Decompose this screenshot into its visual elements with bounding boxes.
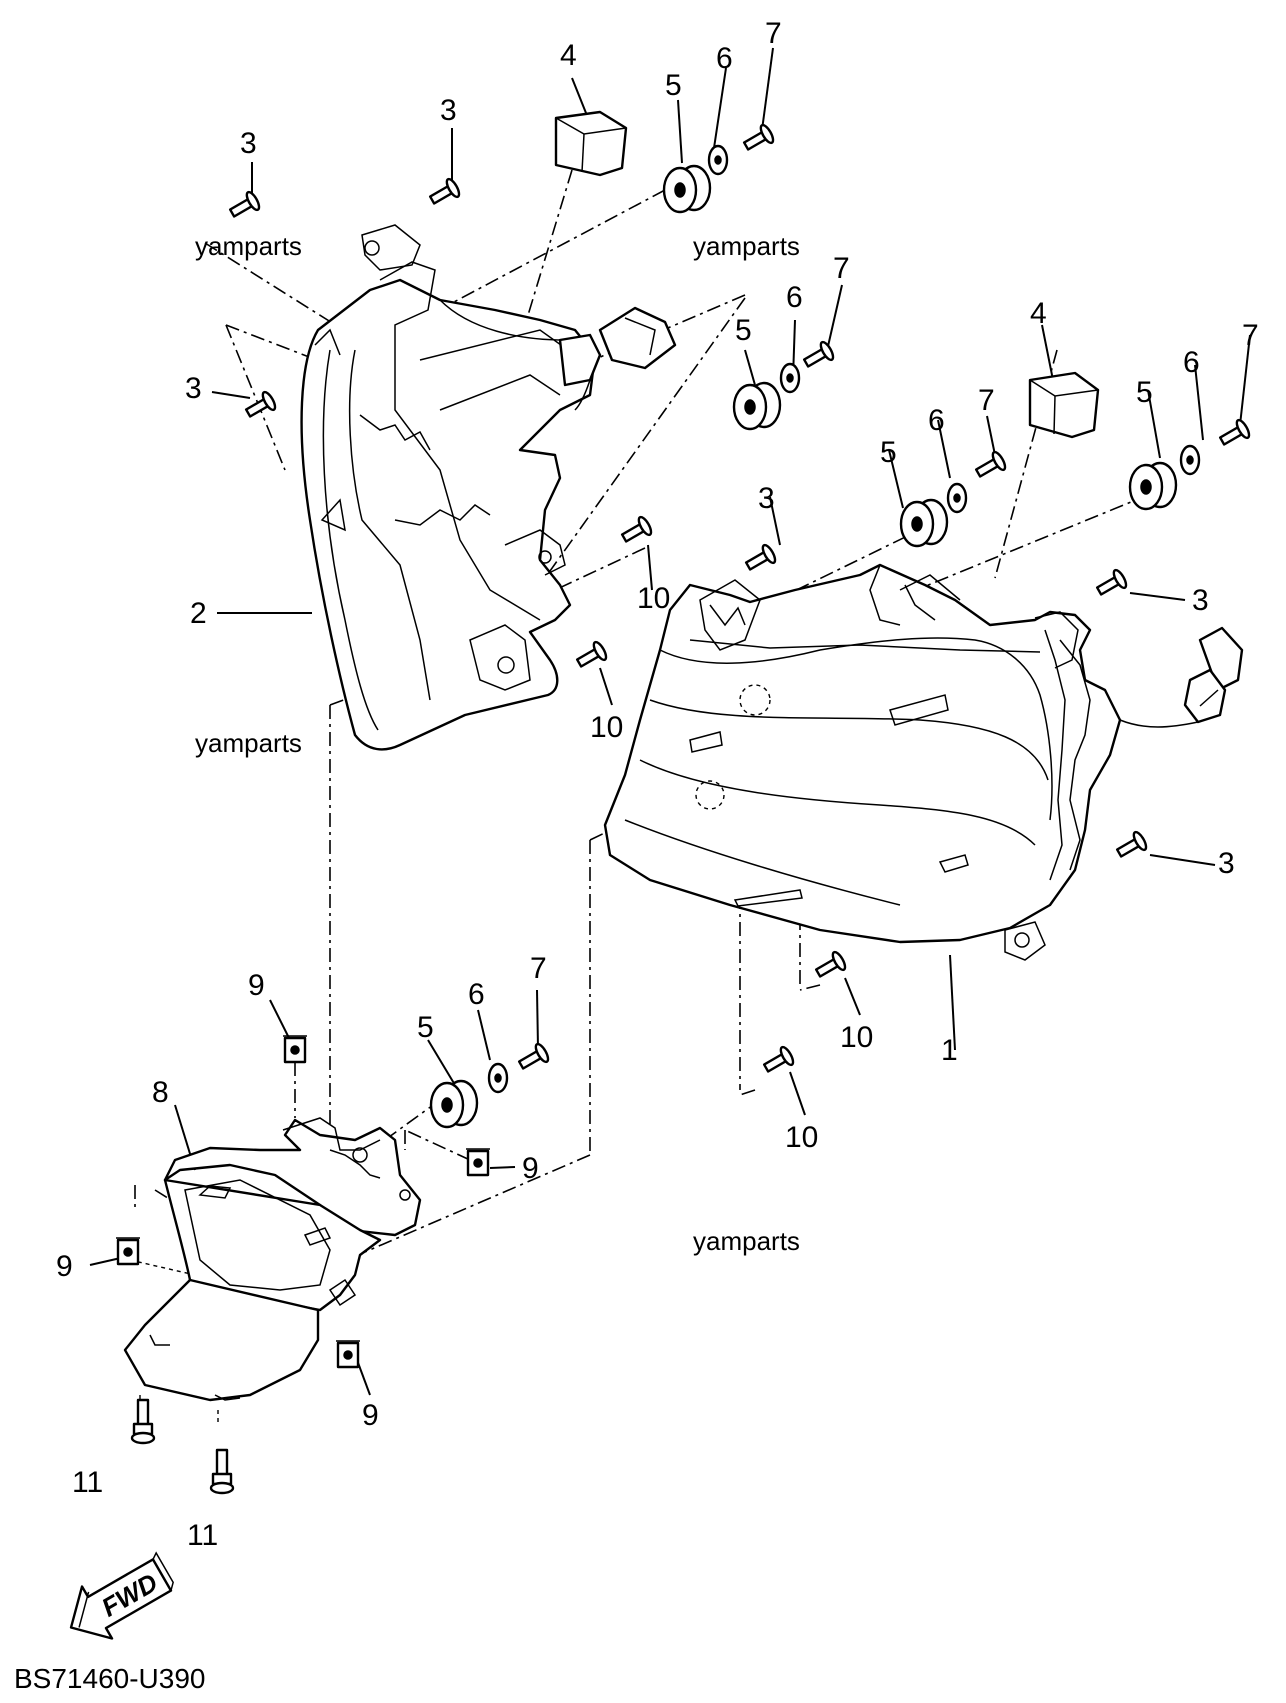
callout-9: 9	[522, 1152, 539, 1185]
fwd-arrow: FWD	[69, 1551, 174, 1640]
callout-1: 1	[941, 1034, 958, 1067]
watermark: yamparts	[693, 231, 800, 261]
screws	[228, 123, 1251, 1073]
callout-3: 3	[758, 482, 775, 515]
washers	[487, 144, 1201, 1094]
clip-nuts	[116, 1035, 490, 1369]
callout-4: 4	[560, 39, 577, 72]
callout-2: 2	[190, 597, 207, 630]
callout-10: 10	[785, 1121, 818, 1154]
callout-8: 8	[152, 1076, 169, 1109]
rivets	[130, 1398, 235, 1495]
callout-3: 3	[185, 372, 202, 405]
watermark: yamparts	[195, 231, 302, 261]
callouts: 1 2 3 3 3 3 3 3 4 4 5 5 5 5 5 6 6 6 6 6 …	[56, 17, 1259, 1552]
callout-6: 6	[468, 978, 485, 1011]
callout-7: 7	[1242, 319, 1259, 352]
diagram-code: BS71460-U390	[14, 1663, 205, 1694]
callout-11: 11	[72, 1466, 103, 1499]
callout-6: 6	[928, 404, 945, 437]
callout-9: 9	[248, 969, 265, 1002]
watermark: yamparts	[195, 728, 302, 758]
callout-10: 10	[637, 582, 670, 615]
callout-3: 3	[1218, 847, 1235, 880]
callout-5: 5	[880, 436, 897, 469]
watermark: yamparts	[693, 1226, 800, 1256]
callout-3: 3	[240, 127, 257, 160]
callout-6: 6	[786, 281, 803, 314]
callout-7: 7	[765, 17, 782, 50]
headlight-assembly-left	[300, 224, 677, 751]
headlight-housing	[603, 563, 1244, 961]
callout-5: 5	[665, 69, 682, 102]
callout-3: 3	[440, 94, 457, 127]
grommets	[429, 164, 1178, 1129]
lower-bracket	[123, 1117, 422, 1402]
assembly-lines	[89, 47, 1251, 1425]
callout-5: 5	[735, 314, 752, 347]
callout-4: 4	[1030, 297, 1047, 330]
callout-6: 6	[716, 42, 733, 75]
callout-6: 6	[1183, 346, 1200, 379]
rubber-pads	[554, 110, 1100, 439]
callout-7: 7	[833, 252, 850, 285]
callout-11: 11	[187, 1519, 218, 1552]
callout-3: 3	[1192, 584, 1209, 617]
callout-9: 9	[362, 1399, 379, 1432]
callout-10: 10	[590, 711, 623, 744]
callout-7: 7	[978, 384, 995, 417]
callout-9: 9	[56, 1250, 73, 1283]
callout-5: 5	[417, 1011, 434, 1044]
callout-7: 7	[530, 952, 547, 985]
callout-5: 5	[1136, 376, 1153, 409]
callout-10: 10	[840, 1021, 873, 1054]
